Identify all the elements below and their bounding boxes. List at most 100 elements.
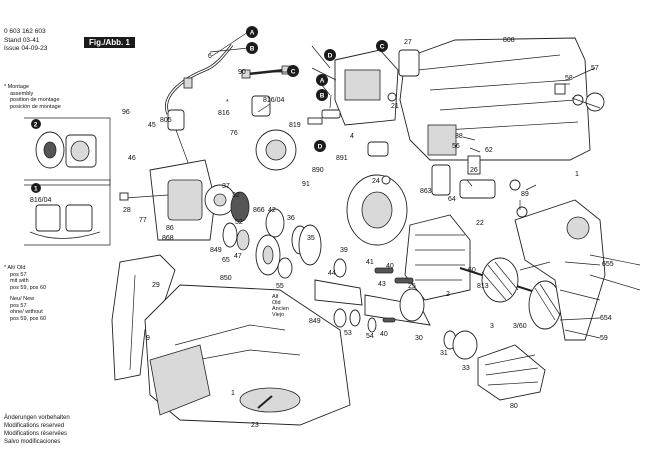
alt-old-tag: Alt Old Ancien Viejo	[272, 294, 289, 318]
badge-d-brush: D	[314, 140, 326, 152]
label-816-star: *	[226, 99, 229, 106]
svg-text:B: B	[320, 93, 325, 100]
alt-line-1: Alt/ Old	[7, 265, 26, 271]
cover-plate	[398, 49, 420, 77]
label-4: 4	[350, 133, 354, 140]
label-55: 55	[276, 283, 284, 290]
drill-chuck	[477, 344, 546, 401]
label-96: 96	[122, 109, 130, 116]
stand-label: Stand	[4, 37, 21, 44]
label-9: 9	[146, 335, 150, 342]
internal-cable	[241, 65, 291, 79]
new-line-3: ohne/ without	[10, 309, 43, 315]
label-23: 23	[251, 422, 259, 429]
label-849: 849	[210, 247, 222, 254]
label-89: 89	[521, 191, 529, 198]
label-38: 38	[455, 133, 463, 140]
label-1: 1	[575, 171, 579, 178]
label-816-04: 816/04	[263, 97, 285, 104]
label-62: 62	[485, 147, 493, 154]
label-21: 21	[391, 103, 399, 110]
label-64: 64	[448, 196, 456, 203]
auxiliary-handle	[514, 199, 641, 341]
label-52: 52	[235, 219, 243, 226]
issue-line: Issue 04-09-23	[4, 45, 47, 53]
label-43: 43	[378, 281, 386, 288]
screw-23	[257, 395, 273, 409]
label-45: 45	[148, 122, 156, 129]
label-850: 850	[220, 275, 232, 282]
label-91: 91	[302, 181, 310, 188]
label-3-60: 3/60	[513, 323, 527, 330]
badge-b-cable: B	[246, 42, 258, 54]
label-86: 86	[166, 225, 174, 232]
label-863: 863	[420, 188, 432, 195]
stand-line: Stand 03-41	[4, 37, 39, 45]
label-54: 54	[366, 333, 374, 340]
badge-d-cover: D	[324, 49, 336, 61]
spindle-parts	[314, 258, 478, 360]
label-816: 816	[218, 110, 230, 117]
switch	[251, 95, 297, 171]
label-849b: 849	[309, 318, 321, 325]
label-866: 866	[253, 207, 265, 214]
issue-label: Issue	[4, 45, 20, 52]
svg-text:A: A	[250, 30, 255, 37]
inset-detail-1: 1	[24, 179, 111, 246]
alt-tag-1: Alt	[272, 294, 279, 300]
stand-value: 03-41	[22, 37, 40, 44]
svg-text:D: D	[328, 53, 333, 60]
label-77: 77	[139, 217, 147, 224]
label-44: 44	[328, 270, 336, 277]
doc-number: 0 603 162 603	[4, 28, 46, 35]
label-65: 65	[222, 257, 230, 264]
alt-line-3: mit with	[10, 278, 29, 284]
label-3: 3	[490, 323, 494, 330]
label-42: 42	[268, 207, 276, 214]
label-25: 25	[408, 283, 416, 290]
footer-line-es: Salvo modificaciones	[4, 439, 61, 445]
badge-c-cover: C	[376, 40, 388, 52]
label-891: 891	[336, 155, 348, 162]
label-819: 819	[289, 122, 301, 129]
svg-text:C: C	[380, 44, 385, 51]
label-30: 30	[415, 335, 423, 342]
label-60: 60	[468, 267, 476, 274]
label-31: 31	[440, 350, 448, 357]
label-2: 2	[446, 291, 450, 298]
motor-housing-main	[144, 284, 351, 426]
label-80: 80	[510, 403, 518, 410]
label-56: 56	[452, 143, 460, 150]
badge-a-cover: A	[316, 74, 328, 86]
label-40: 40	[386, 263, 394, 270]
label-24: 24	[372, 178, 380, 185]
label-47: 47	[234, 253, 242, 260]
badge-a-cable: A	[246, 26, 258, 38]
alt-tag-2: Old	[272, 300, 281, 306]
label-813: 813	[477, 283, 489, 290]
footer-line-en: Modifications reserved	[4, 423, 65, 429]
svg-text:A: A	[320, 78, 325, 85]
leader-lines	[209, 31, 601, 339]
alt-line-2: pos 57	[10, 271, 27, 278]
alt-tag-3: Ancien	[272, 306, 289, 312]
label-35: 35	[307, 235, 315, 242]
alt-line-4: pos 59, pos 60	[10, 284, 47, 291]
label-22: 22	[476, 220, 484, 227]
label-27: 27	[404, 39, 412, 46]
label-76: 76	[230, 130, 238, 137]
assembly-line-2: assembly	[10, 90, 34, 97]
label-26: 26	[470, 167, 478, 174]
badge-c-cable: C	[287, 65, 299, 77]
assembly-line-3: position de montage	[10, 97, 60, 103]
label-53: 53	[344, 330, 352, 337]
svg-text:C: C	[291, 69, 296, 76]
label-1b: 1	[231, 390, 235, 397]
inset-badge-1: 1	[31, 183, 41, 193]
svg-text:B: B	[250, 46, 255, 53]
rear-handle-shell	[111, 254, 176, 381]
label-58: 58	[565, 75, 573, 82]
label-655: 655	[602, 261, 614, 268]
misc-small-parts	[307, 83, 605, 218]
